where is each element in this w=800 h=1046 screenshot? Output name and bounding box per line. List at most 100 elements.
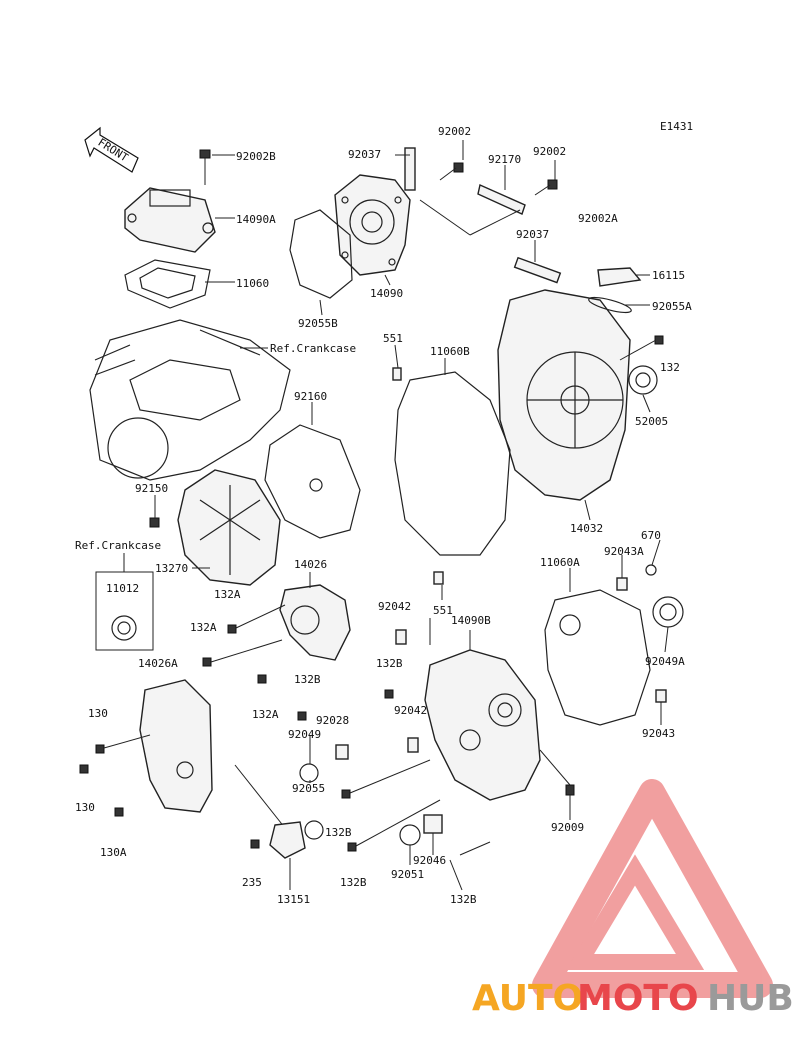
front-arrow-icon: FRONT — [84, 126, 139, 173]
label-16115: 16115 — [652, 269, 685, 282]
label-52005: 52005 — [635, 415, 668, 428]
label-132B-3: 132B — [325, 826, 352, 839]
label-92043A: 92043A — [604, 545, 644, 558]
bolt-92002-right — [534, 179, 558, 196]
oring-92055 — [304, 820, 324, 840]
seal-52005 — [628, 365, 658, 395]
label-92042-b: 92042 — [394, 704, 427, 717]
dowels-92042 — [395, 629, 419, 753]
label-92037-top: 92037 — [348, 148, 381, 161]
label-92150: 92150 — [135, 482, 168, 495]
cover-14090B — [424, 649, 541, 801]
label-13270: 13270 — [155, 562, 188, 575]
label-92049: 92049 — [288, 728, 321, 741]
crankcase-ref-upper — [89, 319, 291, 481]
label-14090B: 14090B — [451, 614, 491, 627]
seal-92051 — [399, 824, 421, 846]
bolt-92002B — [199, 149, 211, 185]
label-ref-crankcase-1: Ref.Crankcase — [270, 342, 356, 355]
bolt-92043 — [655, 689, 667, 703]
bolts-132B — [341, 689, 441, 852]
cover-14026A — [139, 679, 213, 813]
plate-92037-right — [513, 256, 562, 284]
label-132B-5: 132B — [450, 893, 477, 906]
label-92170: 92170 — [488, 153, 521, 166]
label-92002-top: 92002 — [438, 125, 471, 138]
label-92160: 92160 — [294, 390, 327, 403]
label-14090A: 14090A — [236, 213, 276, 226]
bolt-235 — [250, 839, 260, 849]
seal-92049 — [299, 763, 319, 783]
label-551-top: 551 — [383, 332, 403, 345]
label-92028: 92028 — [316, 714, 349, 727]
bolt-92009 — [539, 749, 575, 796]
label-551-bottom: 551 — [433, 604, 453, 617]
label-92055B: 92055B — [298, 317, 338, 330]
label-132B-2: 132B — [376, 657, 403, 670]
seal-92049A — [652, 596, 684, 628]
leader-lines — [123, 140, 669, 891]
label-ref-crankcase-2: Ref.Crankcase — [75, 539, 161, 552]
cover-14090 — [334, 174, 411, 276]
label-14032: 14032 — [570, 522, 603, 535]
cover-14032 — [497, 289, 631, 501]
watermark-logo — [532, 779, 773, 998]
label-14090: 14090 — [370, 287, 403, 300]
label-14026A: 14026A — [138, 657, 178, 670]
gasket-92160 — [264, 424, 361, 539]
bolts-132A — [202, 604, 286, 684]
dowel-551-top — [392, 367, 402, 381]
label-132B-1: 132B — [294, 673, 321, 686]
label-92049A: 92049A — [645, 655, 685, 668]
label-92002A: 92002A — [578, 212, 618, 225]
label-14026: 14026 — [294, 558, 327, 571]
label-235: 235 — [242, 876, 262, 889]
diagram-code: E1431 — [660, 120, 693, 133]
label-13151: 13151 — [277, 893, 310, 906]
gasket-92055B — [289, 209, 353, 299]
dowel-92028 — [335, 744, 349, 760]
label-11012: 11012 — [106, 582, 139, 595]
label-130-b: 130 — [75, 801, 95, 814]
label-132-right: 132 — [660, 361, 680, 374]
label-92002-right: 92002 — [533, 145, 566, 158]
plate-92037-top — [404, 147, 416, 191]
label-92009: 92009 — [551, 821, 584, 834]
bolt-92043A — [616, 577, 628, 591]
bolt-132B-bottom — [459, 841, 491, 856]
bolt-92002-top — [439, 162, 464, 181]
pin-92170 — [477, 184, 526, 215]
cap-16115 — [597, 267, 642, 287]
bolt-132B-small — [297, 711, 307, 721]
label-11060A: 11060A — [540, 556, 580, 569]
oring-92055A — [588, 296, 632, 314]
label-132A-2: 132A — [190, 621, 217, 634]
watermark-moto: MOTO — [577, 978, 699, 1019]
label-92051: 92051 — [391, 868, 424, 881]
cover-14026 — [279, 584, 351, 661]
label-670: 670 — [641, 529, 661, 542]
clip-670 — [645, 564, 657, 576]
label-92055A: 92055A — [652, 300, 692, 313]
part-labels: 92002B 14090A 11060 Ref.Crankcase 92037 … — [75, 125, 692, 906]
watermark-hub: HUB — [707, 978, 794, 1019]
label-92043: 92043 — [642, 727, 675, 740]
label-130-a: 130 — [88, 707, 108, 720]
dowel-551-bottom — [433, 571, 444, 585]
label-11060B: 11060B — [430, 345, 470, 358]
label-132A-1: 132A — [214, 588, 241, 601]
gasket-11060B — [394, 371, 511, 556]
dipstick-13151 — [234, 764, 306, 859]
label-92055: 92055 — [292, 782, 325, 795]
bolt-132-right — [619, 335, 664, 361]
cover-14090A — [124, 187, 216, 253]
cover-13270 — [177, 469, 281, 586]
gasket-11060A — [544, 589, 651, 726]
label-92046: 92046 — [413, 854, 446, 867]
label-132A-3: 132A — [252, 708, 279, 721]
label-92037-right: 92037 — [516, 228, 549, 241]
label-92042-a: 92042 — [378, 600, 411, 613]
bolt-92150 — [149, 517, 160, 528]
gasket-11060 — [124, 259, 211, 309]
